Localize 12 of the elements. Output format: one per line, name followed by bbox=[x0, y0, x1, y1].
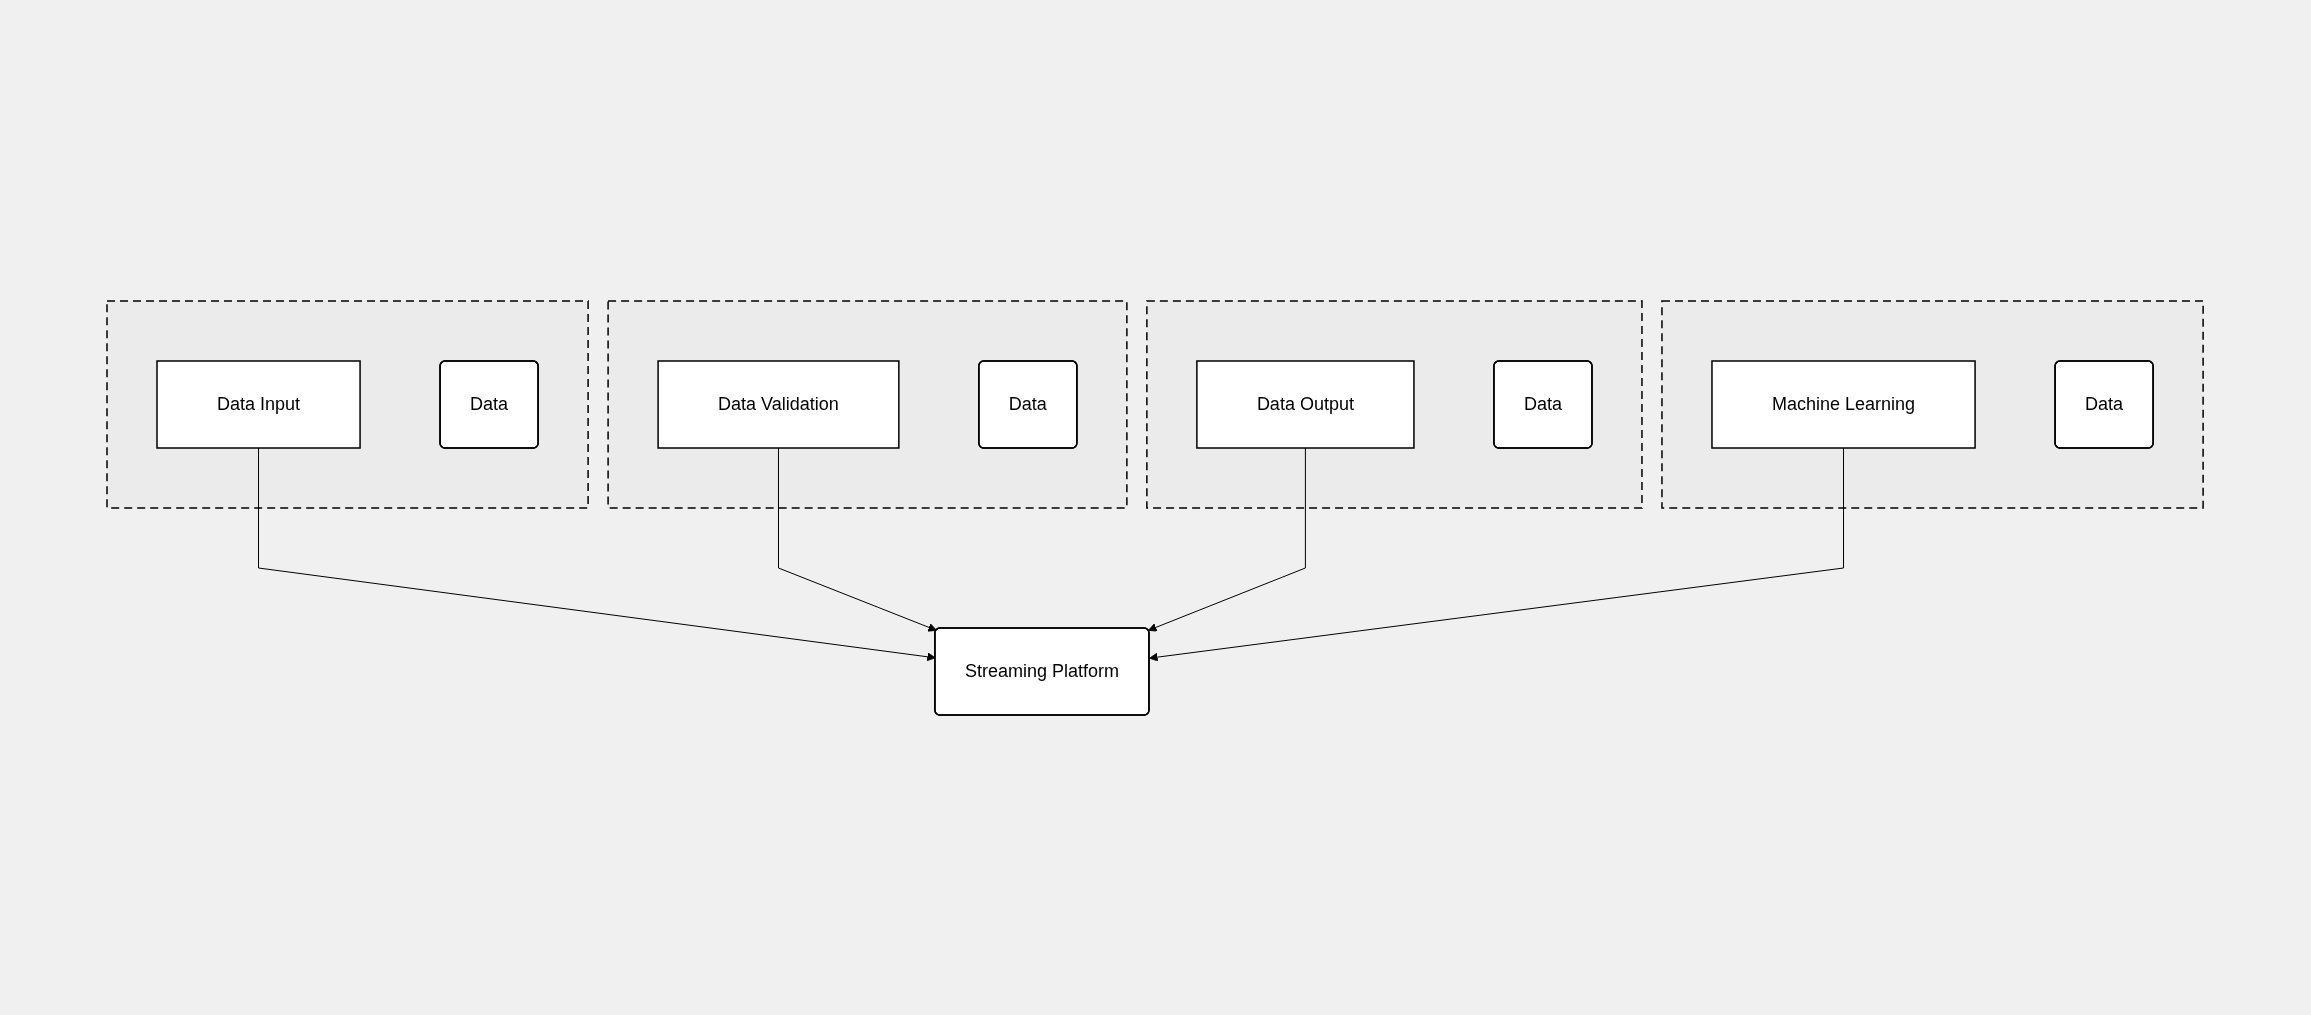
node-box: Data Input bbox=[156, 359, 362, 449]
arrow bbox=[778, 447, 938, 632]
cluster bbox=[106, 299, 590, 509]
node-box: Machine Learning bbox=[1711, 359, 1977, 449]
node-box: Data Validation bbox=[657, 359, 901, 449]
arrow bbox=[258, 447, 937, 661]
arrow bbox=[1148, 447, 1307, 632]
arrow bbox=[1149, 447, 1845, 661]
cluster bbox=[1146, 299, 1644, 509]
cluster bbox=[607, 299, 1129, 509]
node-box: Data Output bbox=[1196, 359, 1416, 449]
cluster bbox=[1661, 299, 2205, 509]
